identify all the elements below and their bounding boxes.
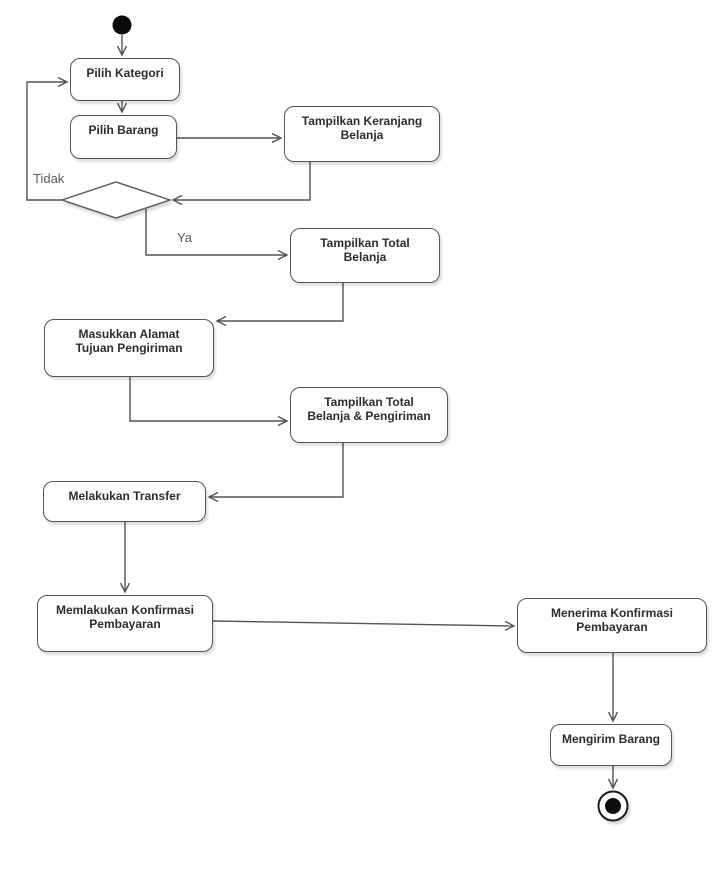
activity-label: Melakukan Transfer [68, 489, 181, 503]
edge-label-ya: Ya [177, 230, 192, 245]
edge-alamat-to-total-pengiriman [129, 377, 289, 427]
activity-tampilkan-keranjang-belanja: Tampilkan Keranjang Belanja [284, 106, 440, 162]
edge-decision-tidak-loop [26, 76, 69, 201]
activity-tampilkan-total-belanja: Tampilkan Total Belanja [290, 228, 440, 283]
initial-node [112, 15, 132, 35]
edge-total-belanja-to-alamat [215, 283, 344, 327]
edge-label-tidak: Tidak [33, 171, 65, 186]
activity-label: Tampilkan Keranjang Belanja [301, 114, 423, 142]
activity-masukkan-alamat-tujuan-pengiriman: Masukkan Alamat Tujuan Pengiriman [44, 319, 214, 377]
activity-melakukan-transfer: Melakukan Transfer [43, 481, 206, 522]
activity-pilih-kategori: Pilih Kategori [70, 58, 180, 101]
activity-label: Mengirim Barang [561, 732, 660, 746]
edge-konfirmasi-to-menerima [212, 620, 516, 631]
activity-tampilkan-total-belanja-pengiriman: Tampilkan Total Belanja & Pengiriman [290, 387, 448, 443]
final-node-dot [605, 798, 621, 814]
edge-keranjang-to-decision [171, 162, 311, 206]
activity-label: Tampilkan Total Belanja [320, 236, 410, 264]
edge-total-pengiriman-to-transfer [207, 443, 344, 503]
activity-label: Masukkan Alamat Tujuan Pengiriman [75, 327, 183, 355]
activity-menerima-konfirmasi-pembayaran: Menerima Konfirmasi Pembayaran [517, 598, 707, 653]
decision-diamond [59, 181, 173, 219]
activity-mengirim-barang: Mengirim Barang [550, 724, 672, 766]
activity-label: Menerima Konfirmasi Pembayaran [550, 606, 674, 634]
final-node [597, 790, 629, 822]
activity-memlakukan-konfirmasi-pembayaran: Memlakukan Konfirmasi Pembayaran [37, 595, 213, 652]
activity-label: Tampilkan Total Belanja & Pengiriman [307, 395, 431, 423]
activity-label: Pilih Barang [88, 123, 159, 137]
activity-pilih-barang: Pilih Barang [70, 115, 177, 159]
activity-label: Memlakukan Konfirmasi Pembayaran [55, 603, 195, 631]
edge-decision-ya-to-total-belanja [145, 209, 289, 261]
activity-label: Pilih Kategori [86, 66, 164, 80]
